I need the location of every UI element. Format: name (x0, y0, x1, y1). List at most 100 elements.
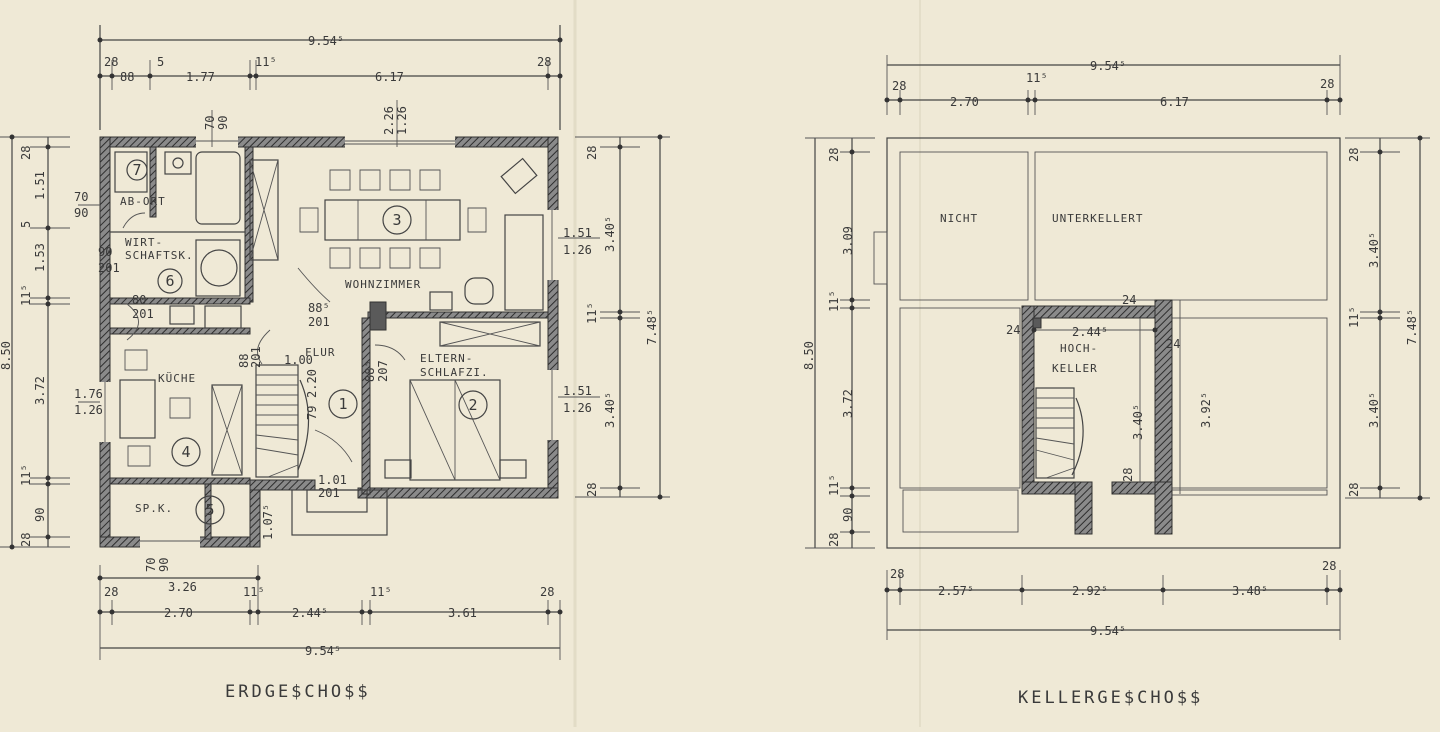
eg-title: ERDGE$CHO$$ (225, 682, 371, 702)
kg-room-labels: NICHT UNTERKELLERT HOCH- KELLER (940, 212, 1143, 375)
dim-kg-left-90: 90 (841, 508, 855, 522)
dim-kg-bottom-total: 9.54⁵ (1090, 624, 1126, 638)
dim-eg-door-126: 1.26 (395, 106, 409, 135)
dim-eg-left-151: 1.51 (33, 171, 47, 200)
room-label-wirtschaft-2: SCHAFTSK. (125, 249, 194, 262)
dim-eg-right-126b: 1.26 (563, 401, 592, 415)
eg-inner-walls (109, 146, 549, 540)
dim-eg-abort-70: 70 (74, 190, 88, 204)
dim-kg-left-115: 11⁵ (827, 290, 841, 312)
room-number-1: 1 (338, 395, 347, 413)
dim-eg-right-3405a: 3.40⁵ (603, 216, 617, 252)
dim-kg-hk-24a: 24 (1122, 293, 1136, 307)
dim-eg-left-5: 5 (19, 221, 33, 228)
kg-label-keller: KELLER (1052, 362, 1098, 375)
room-label-abort: AB-ORT (120, 195, 166, 208)
kg-label-nicht: NICHT (940, 212, 978, 225)
room-label-wirtschaft-1: WIRT- (125, 236, 163, 249)
dim-kg-left-28b: 28 (827, 533, 841, 547)
room-number-6: 6 (165, 272, 174, 290)
dim-kg-right-7485: 7.48⁵ (1405, 309, 1419, 345)
dim-eg-right-126a: 1.26 (563, 243, 592, 257)
dim-kg-top-28a: 28 (892, 79, 906, 93)
dim-kg-bottom-28a: 28 (890, 567, 904, 581)
room-number-5: 5 (205, 501, 214, 519)
dim-eg-entry-101: 1.01 (318, 473, 347, 487)
dim-eg-wirt-201: 201 (98, 261, 120, 275)
dim-eg-bottom-115a: 11⁵ (243, 585, 265, 599)
dim-eg-abort-90: 90 (74, 206, 88, 220)
room-number-3: 3 (392, 211, 401, 229)
dim-eg-flur-201b: 201 (249, 346, 263, 368)
dim-kg-top-total: 9.54⁵ (1090, 59, 1126, 73)
kg-label-unterkellert: UNTERKELLERT (1052, 212, 1143, 225)
eg-dimension-lines (0, 25, 670, 660)
dim-eg-bottom-70: 70 (144, 558, 158, 572)
paper-folds (573, 0, 921, 727)
dim-eg-stair-79: 79 (305, 406, 319, 420)
kg-stairs (1035, 387, 1084, 479)
eg-stairs (255, 364, 310, 478)
dim-eg-flur-88: 88 (237, 354, 251, 368)
dim-eg-top-177: 1.77 (186, 70, 215, 84)
dim-eg-window-90: 90 (216, 116, 230, 130)
dim-eg-bottom-270: 2.70 (164, 606, 193, 620)
dim-eg-right-151a: 1.51 (563, 226, 592, 240)
dim-eg-left-115: 11⁵ (19, 284, 33, 306)
room-number-7: 7 (132, 161, 141, 179)
dim-eg-top-88: 88 (120, 70, 134, 84)
dim-kg-hk-24c: 24 (1166, 337, 1180, 351)
dim-kg-right-28b: 28 (1347, 483, 1361, 497)
dim-eg-right-3405b: 3.40⁵ (603, 392, 617, 428)
erdgeschoss-plan: 1 2 3 4 5 6 7 AB-ORT WIRT- SCHAFTSK. WOH… (0, 25, 670, 702)
dim-eg-bottom-115b: 11⁵ (370, 585, 392, 599)
dim-kg-bottom-3485: 3.48⁵ (1232, 584, 1268, 598)
dim-kg-left-372: 3.72 (841, 389, 855, 418)
dim-eg-left-90: 90 (33, 508, 47, 522)
room-label-kueche: KÜCHE (158, 372, 196, 385)
dim-eg-eltern-207: 207 (376, 360, 390, 382)
dim-eg-top-617: 6.17 (375, 70, 404, 84)
dim-eg-kue-80: 80 (132, 293, 146, 307)
dim-eg-top-115: 11⁵ (255, 55, 277, 69)
dim-kg-right-3405b: 3.40⁵ (1367, 392, 1381, 428)
dim-kg-left-309: 3.09 (841, 226, 855, 255)
dim-kg-hk-3925: 3.92⁵ (1199, 392, 1213, 428)
dim-eg-top-28a: 28 (104, 55, 118, 69)
dim-eg-left-850: 8.50 (0, 341, 13, 370)
kg-outline (873, 137, 1341, 549)
room-label-eltern-1: ELTERN- (420, 352, 473, 365)
dim-kg-hk-24b: 24 (1006, 323, 1020, 337)
dim-eg-left-115b: 11⁵ (19, 464, 33, 486)
dim-eg-kue-201: 201 (132, 307, 154, 321)
dim-eg-top-28b: 28 (537, 55, 551, 69)
dim-kg-left-115b: 11⁵ (827, 474, 841, 496)
kg-dimension-lines (805, 55, 1430, 640)
dim-eg-left-28: 28 (19, 146, 33, 160)
dim-eg-bottom-361: 3.61 (448, 606, 477, 620)
room-label-speisekammer: SP.K. (135, 502, 173, 515)
dim-eg-window-70: 70 (203, 116, 217, 130)
dim-kg-right-3405a: 3.40⁵ (1367, 232, 1381, 268)
dim-kg-right-28: 28 (1347, 148, 1361, 162)
dim-kg-right-115: 11⁵ (1347, 306, 1361, 328)
kg-hochkeller-walls (1021, 299, 1173, 535)
dim-eg-bottom-326: 3.26 (168, 580, 197, 594)
dim-eg-wirt-90: 90 (98, 245, 112, 259)
dim-eg-bottom-2445: 2.44⁵ (292, 606, 328, 620)
dim-eg-bottom-28b: 28 (540, 585, 554, 599)
dim-eg-door-226: 2.26 (382, 106, 396, 135)
dim-eg-right-7485: 7.48⁵ (645, 309, 659, 345)
dim-eg-eltern-885: 88⁵ (363, 360, 377, 382)
dim-eg-top-total: 9.54⁵ (308, 34, 344, 48)
dim-kg-hk-2445: 2.44⁵ (1072, 325, 1108, 339)
dim-eg-flur-201: 201 (308, 315, 330, 329)
dim-eg-stair-100: 1.00 (284, 353, 313, 367)
dim-eg-kue-126: 1.26 (74, 403, 103, 417)
dim-kg-hk-3405: 3.40⁵ (1131, 404, 1145, 440)
eg-furniture (114, 151, 544, 481)
eg-outer-walls (99, 136, 559, 548)
dim-kg-top-28b: 28 (1320, 77, 1334, 91)
